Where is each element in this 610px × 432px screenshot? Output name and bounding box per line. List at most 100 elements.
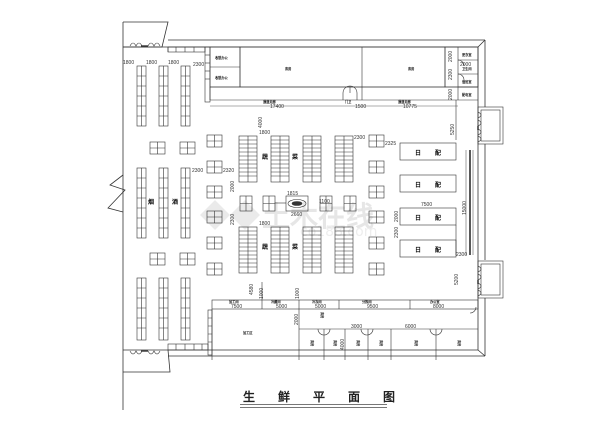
svg-text:日: 日: [415, 215, 421, 222]
bottom-dimensions: 7500 5000 5000 9500 8000 4580 1000 1000 …: [231, 284, 444, 350]
svg-text:日: 日: [415, 150, 421, 157]
svg-text:库房: 库房: [333, 339, 338, 346]
title-char: 鲜: [277, 390, 290, 404]
svg-text:日: 日: [415, 182, 421, 189]
svg-text:1000: 1000: [259, 288, 265, 299]
svg-text:10775: 10775: [403, 104, 417, 110]
svg-text:2000: 2000: [448, 89, 454, 100]
svg-text:15000: 15000: [462, 201, 468, 215]
svg-text:2000: 2000: [230, 181, 236, 192]
svg-text:5000: 5000: [276, 304, 287, 310]
drawing-title: 生 鲜 平 面 图: [243, 388, 395, 404]
svg-text:1800: 1800: [259, 221, 270, 227]
svg-text:4580: 4580: [249, 284, 255, 295]
svg-text:1500: 1500: [355, 104, 366, 110]
svg-text:库房: 库房: [414, 339, 419, 346]
svg-text:2320: 2320: [223, 168, 234, 174]
svg-text:1100: 1100: [319, 199, 330, 205]
svg-text:通道走廊: 通道走廊: [398, 99, 412, 104]
shelves-left-bottom: [136, 277, 191, 341]
svg-text:2300: 2300: [456, 252, 467, 258]
svg-text:配: 配: [435, 149, 441, 157]
svg-text:冷藏间: 冷藏间: [271, 299, 281, 304]
svg-text:酒: 酒: [172, 198, 178, 206]
right-entrance-bottom: [477, 260, 504, 299]
entrance-doors-bottom: [129, 350, 161, 355]
svg-text:蔬: 蔬: [262, 153, 268, 161]
svg-text:17400: 17400: [270, 104, 284, 110]
svg-text:土木在线: 土木在线: [262, 200, 374, 233]
svg-text:卫生间: 卫生间: [462, 66, 472, 71]
svg-text:1800: 1800: [259, 130, 270, 136]
svg-text:收银办公: 收银办公: [215, 55, 229, 60]
svg-text:5250: 5250: [450, 124, 456, 135]
center-dimensions: 1815 2660 1100 1800 1800 2000 2300 2300 …: [192, 130, 396, 227]
svg-text:2000: 2000: [448, 51, 454, 62]
svg-text:co188.com: co188.com: [300, 224, 377, 240]
svg-text:办公室: 办公室: [430, 299, 440, 304]
svg-text:8000: 8000: [433, 304, 444, 310]
bottom-rooms: [167, 282, 479, 360]
svg-text:2325: 2325: [385, 141, 396, 147]
right-entrance-top: [477, 106, 504, 145]
watermark: 土木在线 co188.com: [200, 200, 377, 240]
title-char: 平: [312, 390, 325, 404]
produce-shelves-bottom: [238, 226, 354, 274]
svg-text:库房: 库房: [379, 339, 384, 346]
svg-text:烟: 烟: [148, 198, 154, 206]
svg-text:1800: 1800: [123, 60, 134, 66]
svg-text:1800: 1800: [146, 60, 157, 66]
svg-text:5200: 5200: [454, 274, 460, 285]
title-underline: [240, 404, 387, 408]
svg-text:库房: 库房: [407, 66, 414, 71]
svg-text:配: 配: [435, 214, 441, 222]
entrance-doors-top: [129, 42, 161, 47]
svg-text:日: 日: [415, 247, 421, 254]
produce-shelves-top: [238, 135, 354, 183]
svg-text:1000: 1000: [295, 288, 301, 299]
svg-text:2300: 2300: [230, 214, 236, 225]
svg-text:库房: 库房: [310, 339, 315, 346]
svg-text:3000: 3000: [351, 324, 362, 330]
svg-text:配电室: 配电室: [462, 92, 472, 97]
svg-text:2000: 2000: [460, 62, 471, 68]
svg-text:配: 配: [435, 246, 441, 254]
daily-labels: 日 配 日 配 日 配 日 配 7500 2000 2300 2300 1500…: [394, 149, 468, 285]
svg-text:2300: 2300: [192, 168, 203, 174]
svg-text:1800: 1800: [168, 60, 179, 66]
top-dimensions: 1800 1800 1800 2300 17400 1500 10775 400…: [123, 51, 471, 135]
svg-text:2000: 2000: [294, 314, 300, 325]
svg-text:2300: 2300: [354, 135, 365, 141]
svg-text:库房: 库房: [284, 66, 291, 71]
svg-text:7500: 7500: [421, 202, 432, 208]
fruit-area-label: 烟 酒: [148, 198, 178, 206]
svg-text:分拣间: 分拣间: [362, 299, 372, 304]
svg-text:1815: 1815: [287, 191, 298, 197]
svg-text:2300: 2300: [193, 62, 204, 68]
svg-text:门卫: 门卫: [345, 99, 352, 104]
svg-text:2660: 2660: [291, 212, 302, 218]
shelves-left-middle: [136, 167, 191, 239]
svg-text:菜: 菜: [291, 243, 299, 251]
svg-text:更衣室: 更衣室: [462, 52, 472, 57]
svg-text:2300: 2300: [394, 227, 400, 238]
svg-text:收银办公: 收银办公: [215, 75, 229, 80]
svg-text:5000: 5000: [315, 304, 326, 310]
svg-text:配: 配: [435, 181, 441, 189]
daily-counters: [399, 142, 457, 258]
svg-text:蔬: 蔬: [262, 243, 268, 251]
svg-text:加工区: 加工区: [242, 330, 253, 335]
svg-text:4000: 4000: [340, 339, 346, 350]
svg-text:冷冻间: 冷冻间: [312, 299, 322, 304]
svg-text:2000: 2000: [394, 211, 400, 222]
svg-text:4000: 4000: [258, 117, 264, 128]
top-rooms: [167, 46, 479, 140]
display-tables: [149, 134, 385, 276]
svg-text:菜: 菜: [291, 153, 299, 161]
svg-text:库房: 库房: [320, 311, 325, 318]
svg-text:通道走廊: 通道走廊: [263, 99, 277, 104]
svg-text:6000: 6000: [405, 324, 416, 330]
shelves-left-top: [136, 65, 191, 127]
svg-text:库房: 库房: [356, 339, 361, 346]
